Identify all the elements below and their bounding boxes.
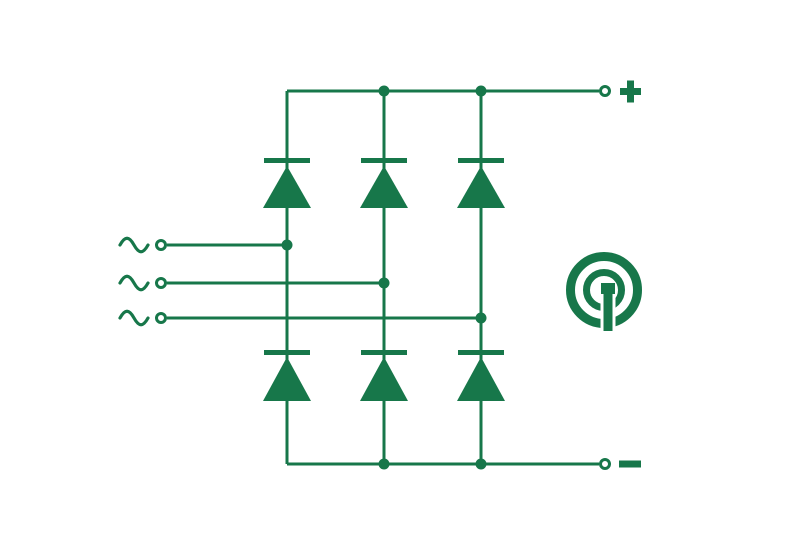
concentric-rings-logo-icon [566,252,642,335]
diode-upper-3 [457,158,505,208]
diode-upper-1 [263,158,311,208]
junction-dot [475,85,487,97]
input-terminal-circle [155,239,167,251]
positive-terminal-circle [599,85,611,97]
diode-cathode-bar [361,158,407,163]
diode-triangle [263,166,311,208]
diode-triangle [457,166,505,208]
input-terminal-circle [155,277,167,289]
minus-icon [619,460,641,468]
diode-triangle [360,166,408,208]
junction-dot [281,239,293,251]
diode-triangle [457,357,505,401]
plus-vertical-bar [627,80,634,103]
junction-dot [475,458,487,470]
sine-wave-icon [118,309,150,327]
diode-upper-2 [360,158,408,208]
junction-dot [378,85,390,97]
junction-dot [475,312,487,324]
diode-cathode-bar [361,350,407,355]
diode-lower-3 [457,350,505,401]
ac-source-3 [118,309,167,327]
diode-triangle [360,357,408,401]
diode-cathode-bar [264,158,310,163]
diode-lower-1 [263,350,311,401]
negative-terminal-circle [599,458,611,470]
junction-dot [378,458,390,470]
logo-stem [603,288,613,331]
sine-wave-icon [118,274,150,292]
diode-triangle [263,357,311,401]
minus-bar [619,460,641,468]
input-terminal-circle [155,312,167,324]
diode-cathode-bar [264,350,310,355]
plus-icon [620,80,641,103]
diode-cathode-bar [458,350,504,355]
diode-cathode-bar [458,158,504,163]
sine-wave-icon [118,236,150,254]
ac-source-1 [118,236,167,254]
diode-lower-2 [360,350,408,401]
ac-source-2 [118,274,167,292]
junction-dot [378,277,390,289]
